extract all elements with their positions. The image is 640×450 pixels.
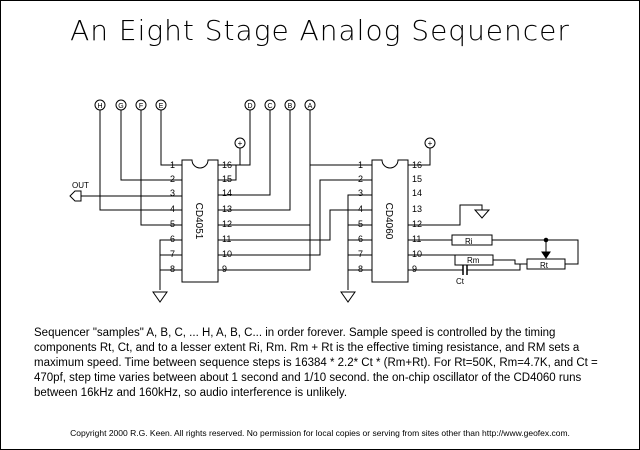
description-text: Sequencer "samples" A, B, C, ... H, A, B… [34, 327, 598, 399]
wires-select-lines [218, 164, 372, 271]
input-label-e: E [159, 103, 164, 110]
input-terminals-right: D C B A [244, 99, 316, 111]
input-label-c: C [267, 103, 272, 110]
cd4060-pin-3: 3 [358, 188, 363, 198]
cd4051-pin-14: 14 [222, 188, 232, 198]
cd4060-pin-9: 9 [412, 264, 417, 274]
capacitor-ct-label: Ct [456, 277, 465, 286]
resistor-rm-label: Rm [467, 256, 480, 265]
diagram-title: An Eight Stage Analog Sequencer [70, 14, 570, 47]
cd4051-pin-2: 2 [170, 174, 175, 184]
cd4051-pin-4: 4 [170, 204, 175, 214]
cd4060-pin-13: 13 [412, 204, 422, 214]
cd4051-pin-6: 6 [170, 234, 175, 244]
vdd-cd4060: + [408, 137, 436, 166]
cd4060-pin-7: 7 [358, 249, 363, 259]
cd4060-pin-10: 10 [412, 249, 422, 259]
input-label-a: A [308, 103, 313, 110]
copyright-notice: Copyright 2000 R.G. Keen. All rights res… [70, 428, 570, 438]
out-terminal: OUT [69, 181, 89, 202]
cd4060-pin-15: 15 [412, 174, 422, 184]
input-label-b: B [288, 103, 293, 110]
input-label-f: F [139, 103, 143, 110]
input-label-g: G [118, 103, 123, 110]
vdd-cd4051-plus: + [238, 139, 243, 148]
out-connector [69, 190, 82, 202]
resistor-ri-label: Ri [465, 237, 473, 246]
potentiometer-rt-label: Rt [540, 261, 549, 270]
cd4060-pin-11: 11 [412, 234, 421, 244]
input-label-h: H [97, 103, 102, 110]
cd4060-pin-2: 2 [358, 174, 363, 184]
chip-cd4051: CD4051 1 2 3 4 5 6 7 8 16 15 14 13 12 11… [170, 159, 232, 283]
ground-cd4051 [152, 239, 182, 303]
timing-network: Ri Rm Rt Ct [408, 234, 579, 286]
chip-cd4051-label: CD4051 [193, 203, 204, 240]
cd4051-pin-15: 15 [222, 174, 232, 184]
chip-cd4060-label: CD4060 [383, 203, 394, 240]
cd4051-pin-3: 3 [170, 188, 175, 198]
cd4051-pin-5: 5 [170, 219, 175, 229]
ground-cd4060-reset [408, 204, 491, 226]
chip-cd4060: CD4060 1 2 3 4 5 6 7 8 16 15 14 13 12 11… [358, 159, 422, 283]
cd4051-pin-12: 12 [222, 219, 232, 229]
cd4051-pin-10: 10 [222, 249, 232, 259]
cd4060-pin-14: 14 [412, 188, 422, 198]
schematic: CD4051 1 2 3 4 5 6 7 8 16 15 14 13 12 11… [69, 99, 579, 303]
out-label: OUT [72, 181, 89, 190]
cd4051-pin-13: 13 [222, 204, 232, 214]
cd4051-pin-11: 11 [222, 234, 231, 244]
cd4060-pin-12: 12 [412, 219, 422, 229]
wires-cd4051-left [81, 110, 182, 226]
input-label-d: D [247, 103, 252, 110]
input-terminals-left: H G F E [94, 99, 167, 111]
cd4060-pin-8: 8 [358, 264, 363, 274]
cd4060-pin-6: 6 [358, 234, 363, 244]
cd4060-pin-5: 5 [358, 219, 363, 229]
cd4060-pin-4: 4 [358, 204, 363, 214]
vdd-cd4060-plus: + [428, 139, 433, 148]
cd4051-pin-8: 8 [170, 264, 175, 274]
vdd-cd4051: + [234, 137, 246, 149]
cd4051-pin-7: 7 [170, 249, 175, 259]
wires-cd4060-left [340, 194, 372, 303]
cd4051-pin-9: 9 [222, 264, 227, 274]
